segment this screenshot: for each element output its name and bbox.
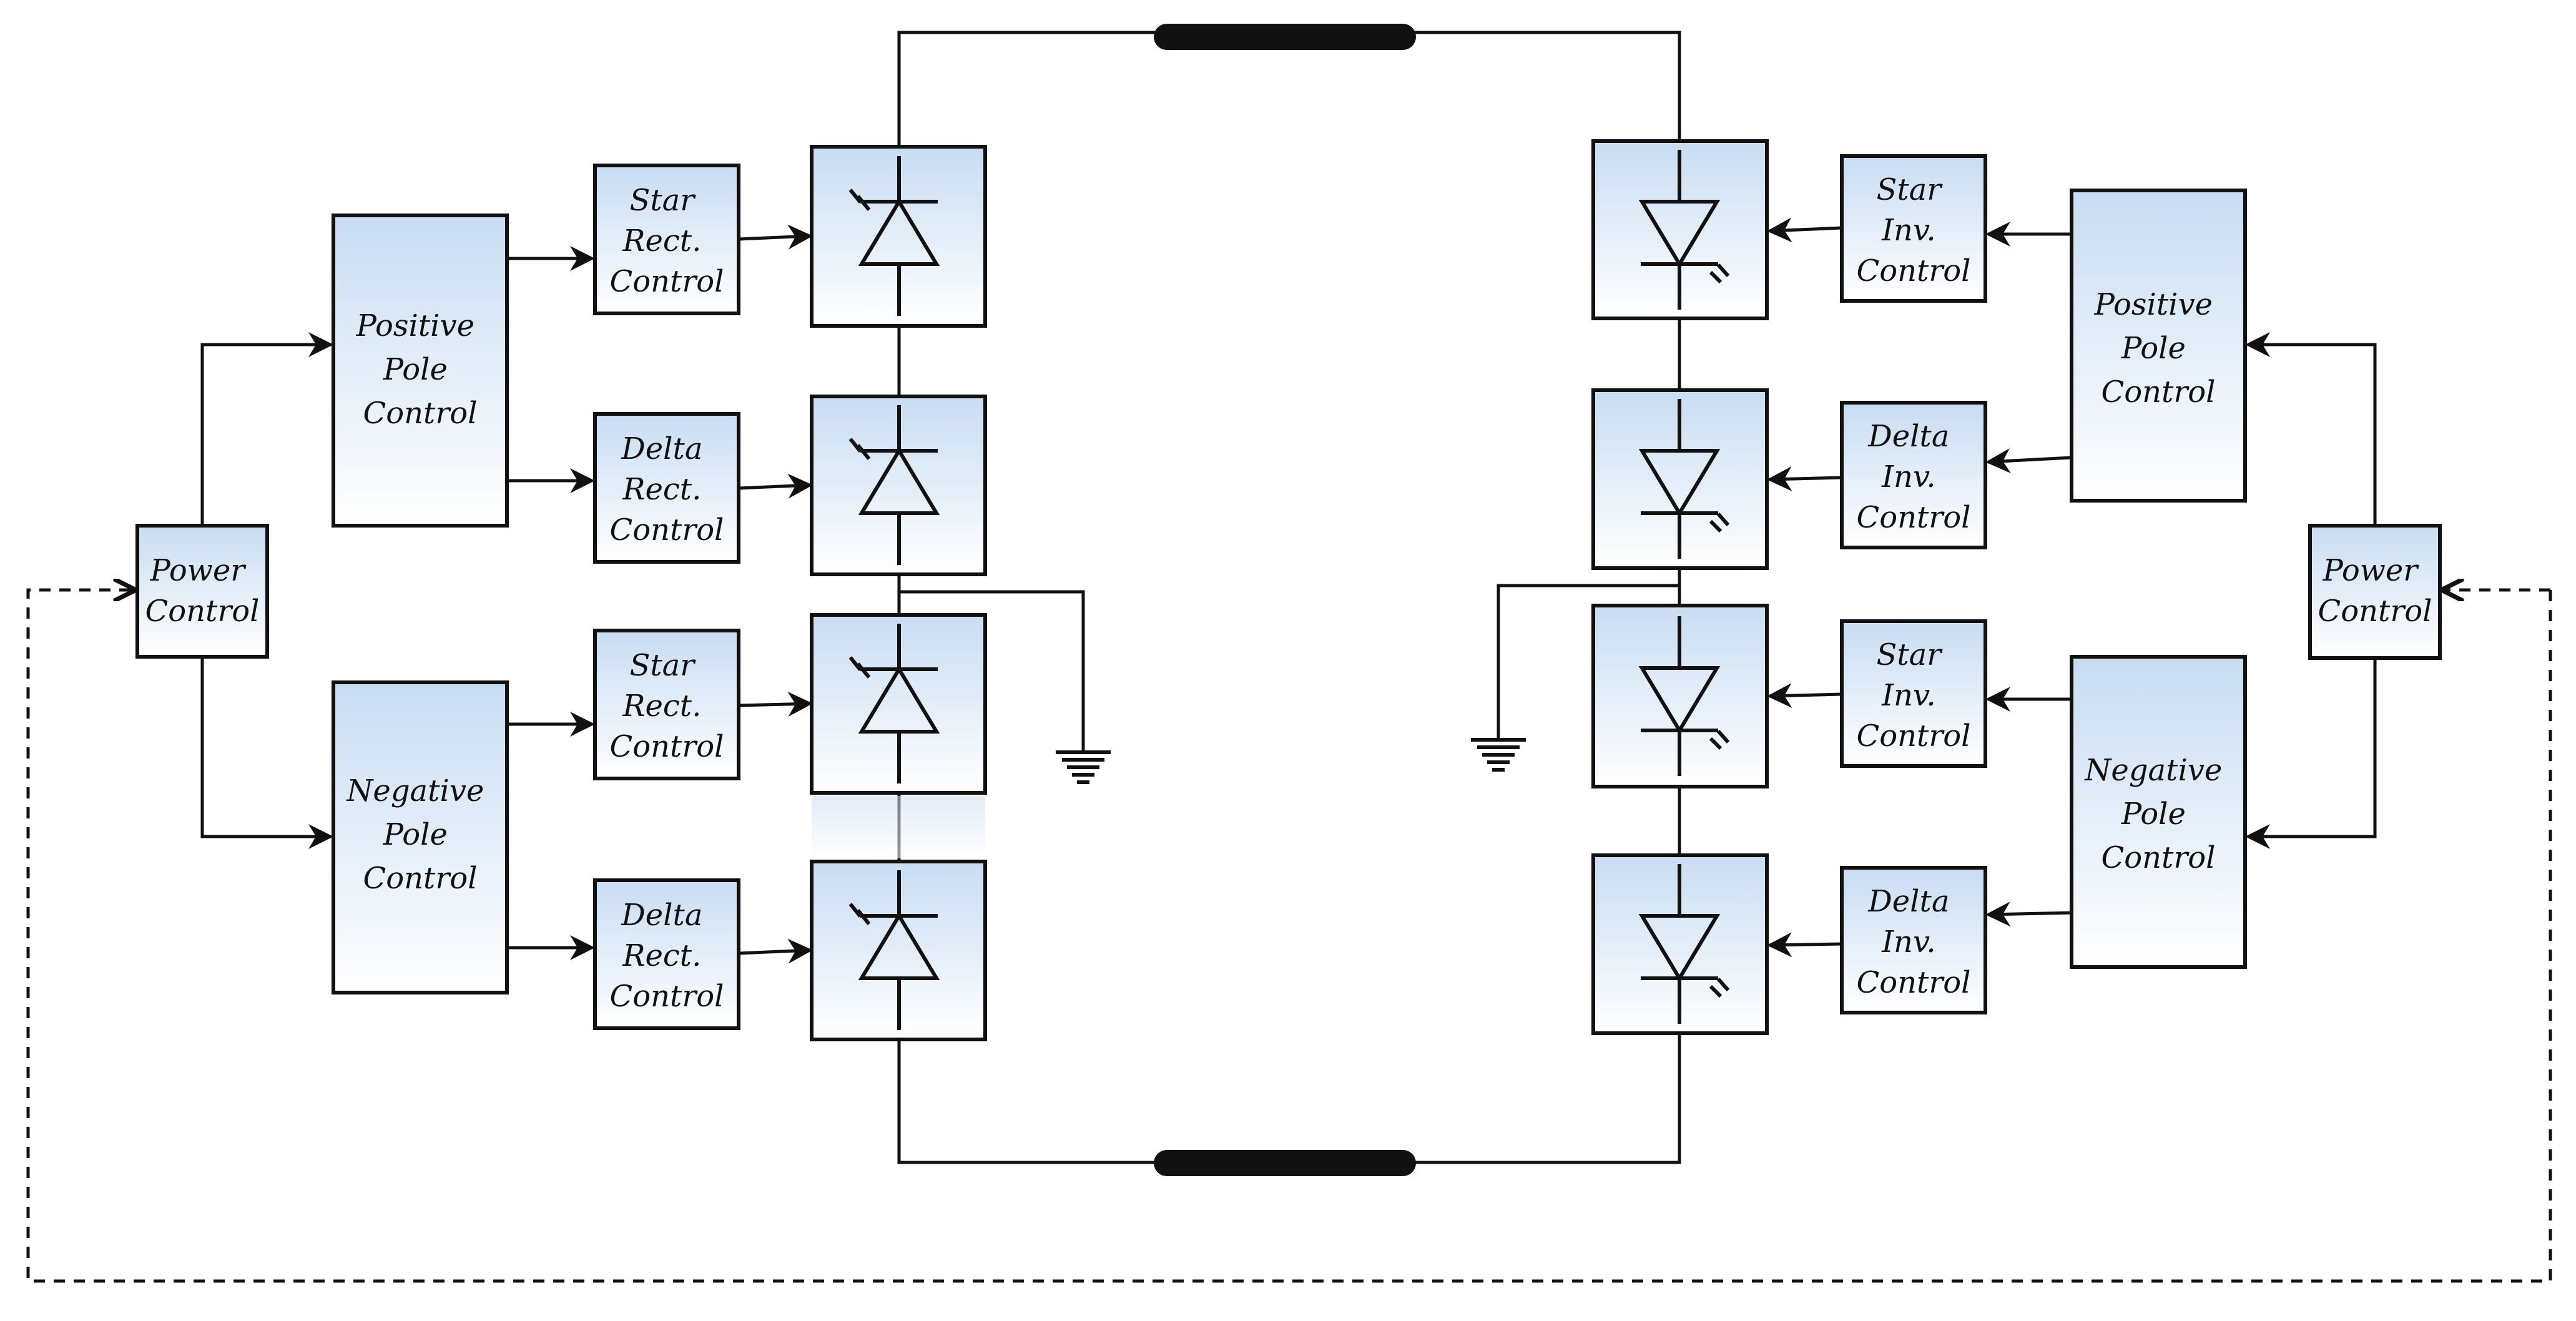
svg-text:Negative Pole Cont: Negative Pole Control bbox=[2084, 753, 2231, 875]
left-power-control: Power Control bbox=[135, 524, 269, 659]
inverter-valve-3 bbox=[1591, 604, 1769, 788]
svg-text:Delta Inv. Control: Delta Inv. Control bbox=[1856, 419, 1970, 535]
power-control-feedback-loop bbox=[26, 590, 2552, 1283]
right-power-control: Power Control bbox=[2308, 524, 2442, 660]
right-negative-pole-control: Negative Pole Control bbox=[2070, 655, 2247, 969]
left-control-arrows bbox=[200, 224, 813, 964]
ground-icon bbox=[1471, 740, 1526, 770]
svg-text:Star Inv. Control: Star Inv. Control bbox=[1856, 172, 1970, 288]
left-positive-pole-control: Positive Pole Control bbox=[332, 214, 509, 528]
svg-text:Delta Rect. Contro: Delta Rect. Control bbox=[609, 898, 724, 1014]
right-delta-inv-control-top: Delta Inv. Control bbox=[1840, 401, 1987, 549]
dc-line-bottom bbox=[897, 1033, 1681, 1176]
right-positive-pole-control: Positive Pole Control bbox=[2070, 189, 2247, 503]
rectifier-valve-2 bbox=[810, 395, 987, 576]
left-delta-rect-control-bottom: Delta Rect. Control bbox=[593, 878, 740, 1030]
svg-text:Power Control: Power Control bbox=[2318, 553, 2432, 629]
svg-text:Negative Pole Cont: Negative Pole Control bbox=[346, 773, 493, 896]
rectifier-valve-4 bbox=[810, 860, 987, 1041]
svg-text:Delta Inv. Control: Delta Inv. Control bbox=[1856, 884, 1970, 1000]
right-control-arrows bbox=[1767, 217, 2377, 958]
ground-icon bbox=[1056, 752, 1111, 782]
inverter-valve-4 bbox=[1591, 853, 1769, 1035]
right-star-inv-control-bottom: Star Inv. Control bbox=[1840, 619, 1987, 768]
inverter-valve-2 bbox=[1591, 388, 1769, 570]
dc-line-top bbox=[897, 24, 1681, 147]
left-star-rect-control-bottom: Star Rect. Control bbox=[593, 629, 740, 780]
svg-text:Star Inv. Control: Star Inv. Control bbox=[1856, 637, 1970, 754]
svg-text:Star Rect. Control: Star Rect. Control bbox=[609, 183, 724, 299]
rectifier-valve-1 bbox=[810, 145, 987, 328]
svg-text:Positive Pole Cont: Positive Pole Control bbox=[356, 308, 484, 431]
svg-text:Star Rect. Control: Star Rect. Control bbox=[609, 648, 724, 764]
right-delta-inv-control-bottom: Delta Inv. Control bbox=[1840, 866, 1987, 1014]
inverter-valve-1 bbox=[1591, 139, 1769, 320]
svg-text:Power Control: Power Control bbox=[145, 553, 259, 629]
svg-text:Positive Pole Cont: Positive Pole Control bbox=[2094, 287, 2223, 410]
left-star-rect-control-top: Star Rect. Control bbox=[593, 164, 740, 315]
left-delta-rect-control-top: Delta Rect. Control bbox=[593, 412, 740, 564]
dc-cable-icon bbox=[1154, 24, 1416, 50]
rectifier-valve-3 bbox=[810, 613, 987, 795]
left-negative-pole-control: Negative Pole Control bbox=[332, 680, 509, 994]
dc-cable-icon bbox=[1154, 1150, 1416, 1176]
svg-text:Delta Rect. Contro: Delta Rect. Control bbox=[609, 431, 724, 548]
right-star-inv-control-top: Star Inv. Control bbox=[1840, 154, 1987, 303]
